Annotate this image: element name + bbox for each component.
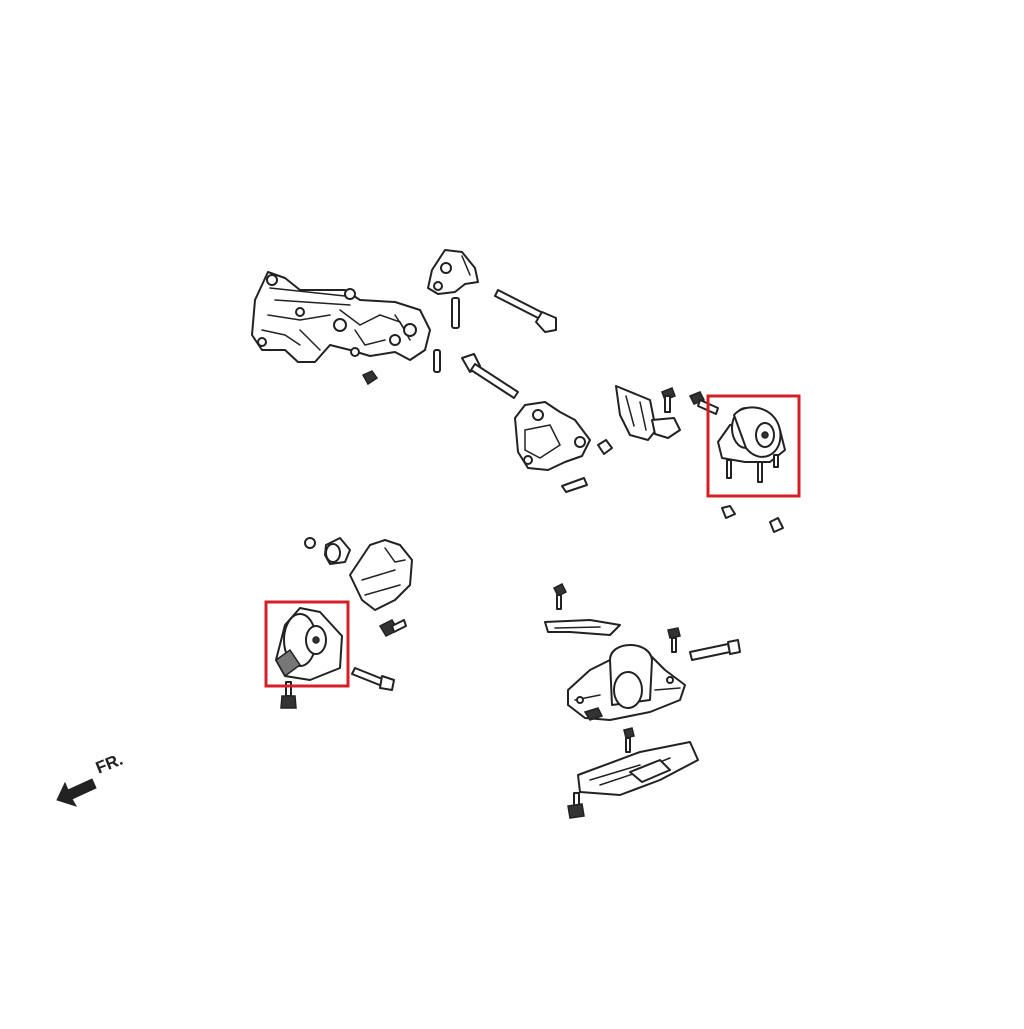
left-mid-bracket-assembly [304,537,413,637]
long-bolt-middle [461,353,519,399]
right-engine-mount [717,406,786,533]
left-engine-mount [275,607,343,709]
highlight-box-left-mount [264,600,350,688]
rear-mount-assembly [544,582,741,819]
upper-bracket-assembly [251,271,431,386]
arrow-left-down-icon [56,778,97,807]
stud-vertical-upper [433,297,460,373]
long-bolt-lower-left [351,667,395,691]
small-upper-bracket [427,249,479,295]
highlight-box-right-mount [706,394,801,498]
long-bolt-upper [494,289,557,333]
mid-right-bracket [615,385,719,441]
center-mount-bracket [514,401,613,493]
